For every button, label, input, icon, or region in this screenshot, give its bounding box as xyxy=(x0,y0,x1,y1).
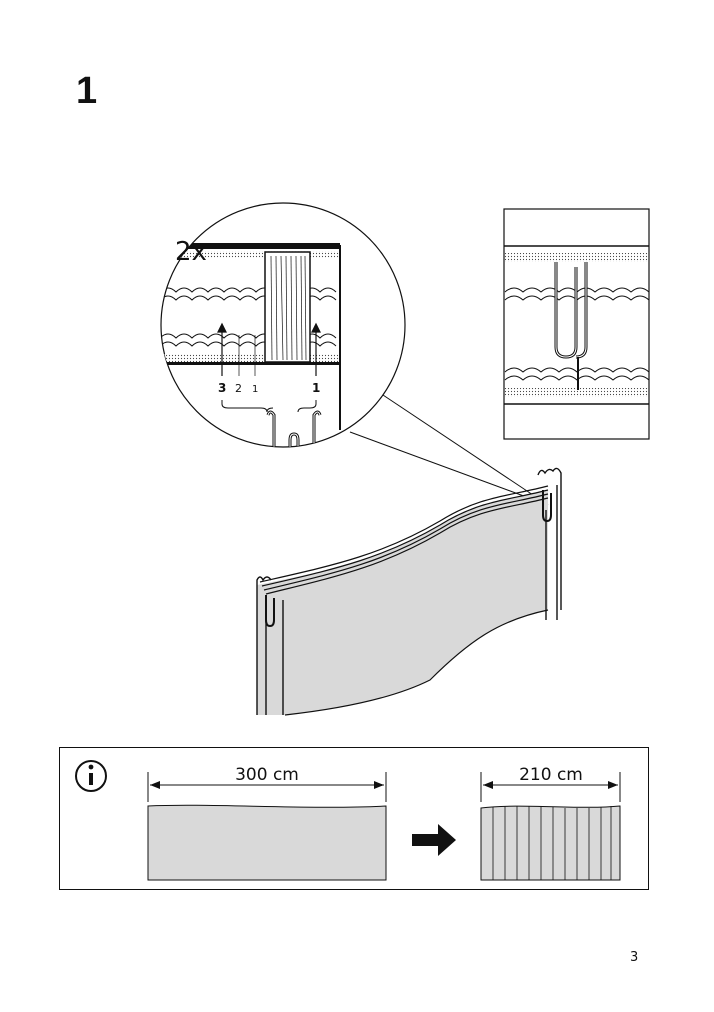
position-label-1: 1 xyxy=(252,384,258,395)
before-width-label: 300 cm xyxy=(235,765,299,785)
right-arrow-icon xyxy=(412,824,456,856)
page-number: 3 xyxy=(630,950,639,965)
after-dimension: 210 cm xyxy=(480,765,621,802)
quantity-label: 2x xyxy=(175,237,207,267)
position-label-3: 3 xyxy=(218,381,226,395)
step-number: 1 xyxy=(76,70,98,112)
leader-line xyxy=(379,392,549,506)
info-panel: 300 cm 210 cm xyxy=(59,747,649,890)
position-label-right: 1 xyxy=(312,381,320,395)
flat-fabric-panel xyxy=(147,804,387,881)
hook-inset-detail xyxy=(503,208,650,440)
pleated-fabric-panel xyxy=(480,805,621,881)
leader-line xyxy=(349,431,541,503)
curtain-drawing xyxy=(256,467,562,716)
position-label-2: 2 xyxy=(235,382,242,395)
magnified-detail: 2x 3 2 1 1 xyxy=(160,202,406,448)
width-comparison: 300 cm 210 cm xyxy=(75,760,621,881)
info-icon xyxy=(75,760,107,792)
after-width-label: 210 cm xyxy=(519,765,583,785)
before-dimension: 300 cm xyxy=(147,765,387,802)
